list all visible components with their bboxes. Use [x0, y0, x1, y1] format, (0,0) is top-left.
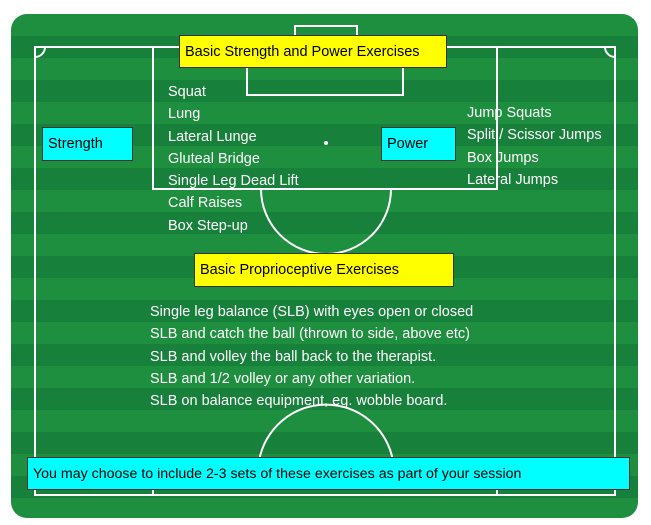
proprioceptive-title: Basic Proprioceptive Exercises	[200, 262, 400, 278]
footer-note-box: You may choose to include 2-3 sets of th…	[27, 457, 630, 490]
proprioceptive-exercise-list: Single leg balance (SLB) with eyes open …	[150, 301, 473, 412]
strength-power-title-box: Basic Strength and Power Exercises	[179, 35, 447, 68]
bottom-penalty-arc	[258, 403, 394, 462]
list-item: Box Jumps	[467, 149, 539, 166]
list-item: Jump Squats	[467, 105, 552, 121]
strength-label-box: Strength	[42, 127, 133, 161]
list-item: Calf Raises	[168, 195, 243, 212]
list-item: Squat	[168, 84, 206, 100]
power-label: Power	[387, 136, 429, 152]
corner-arc-top-right	[604, 46, 616, 58]
power-exercise-list: Jump Squats Split / Scissor Jumps Box Ju…	[467, 102, 602, 191]
strength-power-title: Basic Strength and Power Exercises	[185, 43, 420, 60]
list-item: Box Step-up	[168, 217, 248, 234]
list-item: SLB on balance equipment, eg. wobble boa…	[150, 393, 448, 410]
list-item: Single leg balance (SLB) with eyes open …	[150, 304, 474, 320]
footer-note: You may choose to include 2-3 sets of th…	[33, 465, 522, 482]
list-item: SLB and volley the ball back to the ther…	[150, 348, 437, 365]
strength-label: Strength	[48, 136, 103, 152]
proprioceptive-title-box: Basic Proprioceptive Exercises	[194, 253, 454, 287]
list-item: SLB and 1/2 volley or any other variatio…	[150, 370, 416, 387]
penalty-spot	[324, 141, 328, 145]
power-label-box: Power	[381, 127, 456, 161]
list-item: Lateral Lunge	[168, 128, 257, 145]
list-item: Lung	[168, 106, 201, 123]
list-item: Gluteal Bridge	[168, 150, 260, 167]
list-item: Lateral Jumps	[467, 171, 559, 188]
list-item: SLB and catch the ball (thrown to side, …	[150, 326, 470, 343]
strength-exercise-list: Squat Lung Lateral Lunge Gluteal Bridge …	[168, 81, 299, 237]
list-item: Split / Scissor Jumps	[467, 127, 602, 144]
corner-arc-top-left	[34, 46, 46, 58]
list-item: Single Leg Dead Lift	[168, 173, 299, 190]
